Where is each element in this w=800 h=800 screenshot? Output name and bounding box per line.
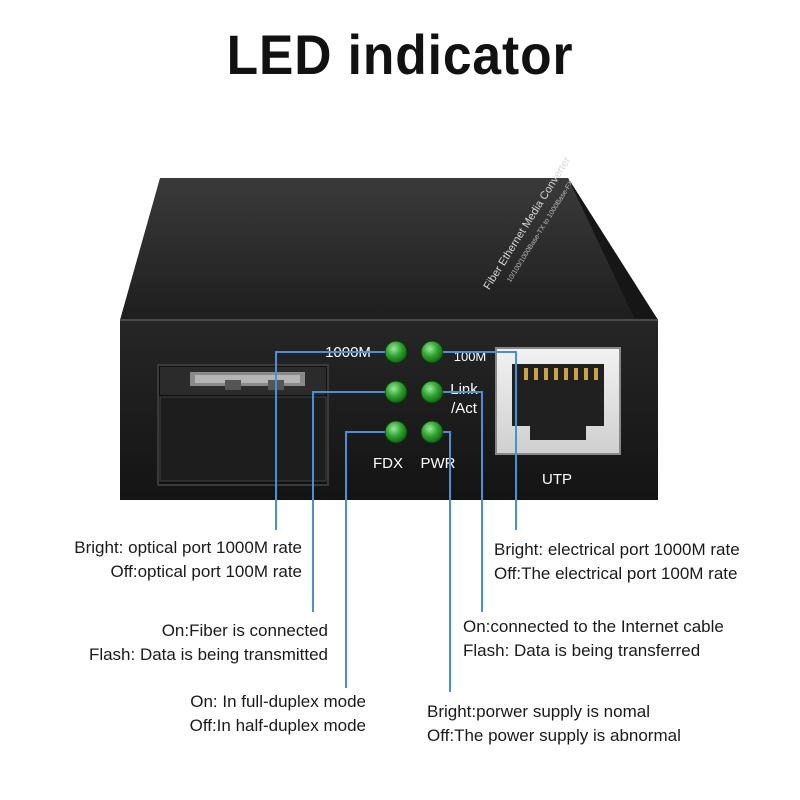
led-label-fdx: FDX [373,455,403,472]
sfp-fiber-port [157,364,329,486]
annotation-fiber: On:Fiber is connected Flash: Data is bei… [89,619,328,667]
annotation-fdx-line1: On: In full-duplex mode [190,692,366,711]
leader-fdx [345,431,385,688]
annotation-fdx: On: In full-duplex mode Off:In half-dupl… [190,690,366,738]
leader-fiber [312,391,385,612]
annotation-fiber-line2: Flash: Data is being transmitted [88,645,328,664]
rj45-utp-port [495,347,621,455]
annotation-pwr-line1: Bright:porwer supply is nomal [427,702,650,721]
led-pwr [420,420,444,444]
leader-lines [275,351,517,692]
led-fdx [384,420,408,444]
leader-pwr [443,431,451,692]
leader-1000m [275,351,385,530]
annotation-fiber-line1: On:Fiber is connected [161,621,328,640]
annotation-fdx-line2: Off:In half-duplex mode [189,716,366,735]
led-label-link: Link [450,381,478,398]
leader-link [443,391,483,612]
led-link-act [420,380,444,404]
led-1000m [384,340,408,364]
annotation-1000m-line1: Bright: optical port 1000M rate [74,538,302,557]
annotation-link: On:connected to the Internet cable Flash… [463,615,724,663]
utp-label: UTP [542,471,572,488]
led-fiber [384,380,408,404]
annotation-pwr-line2: Off:The power supply is abnormal [427,726,681,745]
annotation-100m-line2: Off:The electrical port 100M rate [494,564,738,583]
annotation-pwr: Bright:porwer supply is nomal Off:The po… [427,700,681,748]
led-label-act: /Act [451,400,478,417]
annotation-link-line2: Flash: Data is being transferred [463,641,701,660]
led-100m [420,340,444,364]
annotation-link-line1: On:connected to the Internet cable [463,617,724,636]
annotation-100m: Bright: electrical port 1000M rate Off:T… [494,538,740,586]
page-title: LED indicator [226,23,574,86]
annotation-100m-line1: Bright: electrical port 1000M rate [494,540,740,559]
housing-top [120,178,658,320]
leader-100m [443,351,517,530]
annotation-1000m-line2: Off:optical port 100M rate [110,562,302,581]
led-label-pwr: PWR [421,455,456,472]
annotation-1000m: Bright: optical port 1000M rate Off:opti… [74,536,302,584]
